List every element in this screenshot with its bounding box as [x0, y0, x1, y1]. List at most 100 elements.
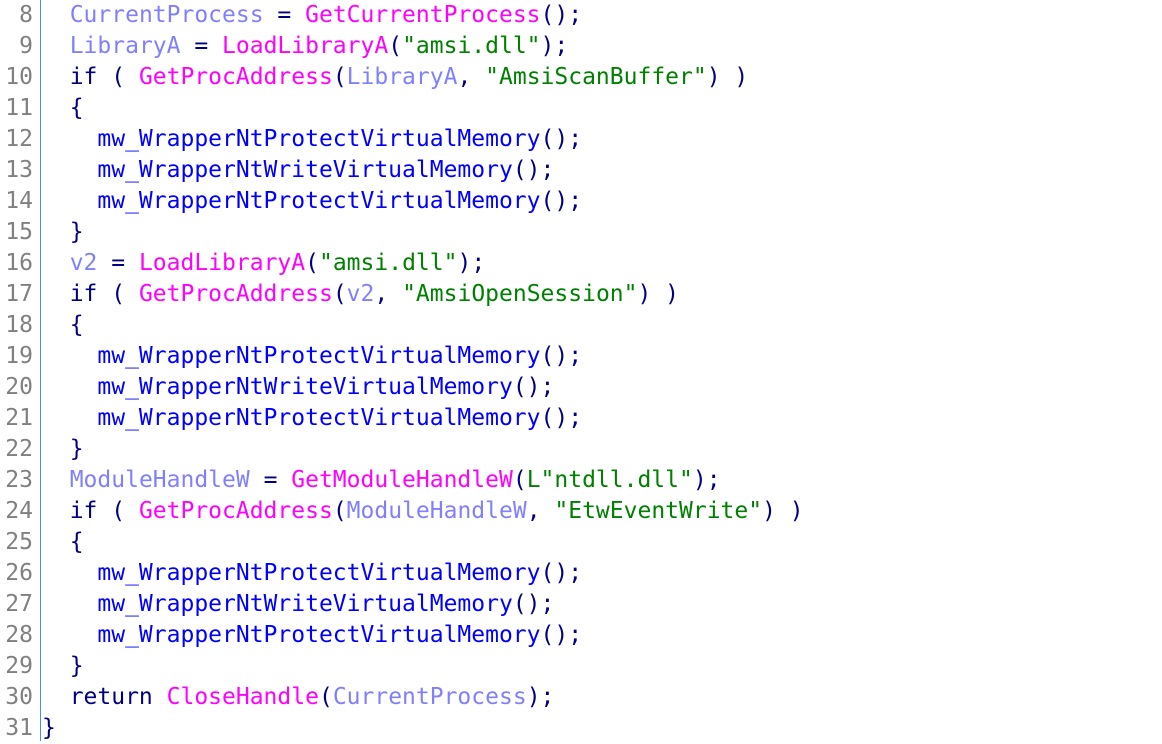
line-number: 8 — [19, 2, 33, 28]
code-line[interactable]: 8 CurrentProcess = GetCurrentProcess(); — [0, 0, 582, 31]
code-line[interactable]: 24 if ( GetProcAddress(ModuleHandleW, "E… — [0, 496, 803, 527]
variable-token[interactable]: LibraryA — [346, 64, 458, 90]
variable-token[interactable]: LibraryA — [69, 33, 181, 59]
punctuation-token: (); — [540, 2, 583, 28]
code-text: v2 = LoadLibraryA("amsi.dll"); — [42, 248, 485, 279]
line-number: 21 — [5, 405, 33, 431]
code-line[interactable]: 9 LibraryA = LoadLibraryA("amsi.dll"); — [0, 31, 568, 62]
line-number: 27 — [5, 591, 33, 617]
line-number: 28 — [5, 622, 33, 648]
punctuation-token — [42, 250, 70, 276]
api-call-token[interactable]: CloseHandle — [166, 684, 319, 710]
punctuation-token: (); — [512, 591, 555, 617]
code-line[interactable]: 15 } — [0, 217, 83, 248]
punctuation-token — [42, 33, 70, 59]
punctuation-token: , — [526, 498, 555, 524]
variable-token[interactable]: v2 — [346, 281, 375, 307]
code-line[interactable]: 22 } — [0, 434, 83, 465]
code-line[interactable]: 28 mw_WrapperNtProtectVirtualMemory(); — [0, 620, 582, 651]
punctuation-token: { — [42, 529, 84, 555]
line-number: 29 — [5, 653, 33, 679]
code-line[interactable]: 12 mw_WrapperNtProtectVirtualMemory(); — [0, 124, 582, 155]
punctuation-token — [42, 157, 97, 183]
code-text: { — [42, 310, 84, 341]
code-text: mw_WrapperNtProtectVirtualMemory(); — [42, 558, 582, 589]
code-line[interactable]: 29 } — [0, 651, 83, 682]
punctuation-token: } — [42, 715, 56, 741]
line-number: 26 — [5, 560, 33, 586]
punctuation-token: { — [42, 95, 84, 121]
line-number: 31 — [5, 715, 33, 741]
code-text: mw_WrapperNtProtectVirtualMemory(); — [42, 186, 582, 217]
punctuation-token: } — [42, 436, 84, 462]
api-call-token[interactable]: GetCurrentProcess — [305, 2, 541, 28]
code-text: mw_WrapperNtWriteVirtualMemory(); — [42, 155, 554, 186]
punctuation-token: (); — [540, 343, 583, 369]
function-call-token[interactable]: mw_WrapperNtProtectVirtualMemory — [97, 188, 541, 214]
function-call-token[interactable]: mw_WrapperNtProtectVirtualMemory — [97, 405, 541, 431]
function-call-token[interactable]: mw_WrapperNtWriteVirtualMemory — [97, 591, 513, 617]
string-token: "AmsiOpenSession" — [402, 281, 638, 307]
line-number: 15 — [5, 219, 33, 245]
code-line[interactable]: 23 ModuleHandleW = GetModuleHandleW(L"nt… — [0, 465, 720, 496]
code-text: mw_WrapperNtProtectVirtualMemory(); — [42, 341, 582, 372]
string-token: "AmsiScanBuffer" — [485, 64, 707, 90]
code-text: } — [42, 217, 84, 248]
code-line[interactable]: 27 mw_WrapperNtWriteVirtualMemory(); — [0, 589, 554, 620]
function-call-token[interactable]: mw_WrapperNtProtectVirtualMemory — [97, 560, 541, 586]
code-line[interactable]: 16 v2 = LoadLibraryA("amsi.dll"); — [0, 248, 485, 279]
code-text: } — [42, 434, 84, 465]
keyword-token: return — [42, 684, 167, 710]
code-line[interactable]: 19 mw_WrapperNtProtectVirtualMemory(); — [0, 341, 582, 372]
code-line[interactable]: 31} — [0, 713, 56, 744]
function-call-token[interactable]: mw_WrapperNtWriteVirtualMemory — [97, 157, 513, 183]
variable-token[interactable]: v2 — [69, 250, 98, 276]
function-call-token[interactable]: mw_WrapperNtProtectVirtualMemory — [97, 622, 541, 648]
code-text: mw_WrapperNtWriteVirtualMemory(); — [42, 589, 554, 620]
punctuation-token — [42, 560, 97, 586]
api-call-token[interactable]: GetProcAddress — [138, 498, 333, 524]
punctuation-token: } — [42, 219, 84, 245]
variable-token[interactable]: ModuleHandleW — [346, 498, 527, 524]
keyword-token: if ( — [42, 64, 139, 90]
code-line[interactable]: 21 mw_WrapperNtProtectVirtualMemory(); — [0, 403, 582, 434]
api-call-token[interactable]: GetModuleHandleW — [291, 467, 513, 493]
punctuation-token: , — [457, 64, 486, 90]
line-number: 11 — [5, 95, 33, 121]
punctuation-token — [42, 591, 97, 617]
code-line[interactable]: 10 if ( GetProcAddress(LibraryA, "AmsiSc… — [0, 62, 748, 93]
line-number: 10 — [5, 64, 33, 90]
code-line[interactable]: 13 mw_WrapperNtWriteVirtualMemory(); — [0, 155, 554, 186]
function-call-token[interactable]: mw_WrapperNtWriteVirtualMemory — [97, 374, 513, 400]
punctuation-token — [42, 126, 97, 152]
code-line[interactable]: 17 if ( GetProcAddress(v2, "AmsiOpenSess… — [0, 279, 679, 310]
code-line[interactable]: 30 return CloseHandle(CurrentProcess); — [0, 682, 554, 713]
variable-token[interactable]: CurrentProcess — [332, 684, 527, 710]
code-line[interactable]: 25 { — [0, 527, 83, 558]
punctuation-token: ); — [692, 467, 721, 493]
api-call-token[interactable]: LoadLibraryA — [138, 250, 306, 276]
code-line[interactable]: 26 mw_WrapperNtProtectVirtualMemory(); — [0, 558, 582, 589]
code-text: mw_WrapperNtProtectVirtualMemory(); — [42, 620, 582, 651]
punctuation-token: ); — [526, 684, 555, 710]
api-call-token[interactable]: GetProcAddress — [138, 64, 333, 90]
api-call-token[interactable]: LoadLibraryA — [222, 33, 389, 59]
code-line[interactable]: 18 { — [0, 310, 83, 341]
code-text: { — [42, 93, 84, 124]
code-text: mw_WrapperNtProtectVirtualMemory(); — [42, 403, 582, 434]
punctuation-token: ( — [332, 498, 347, 524]
function-call-token[interactable]: mw_WrapperNtProtectVirtualMemory — [97, 343, 541, 369]
variable-token[interactable]: CurrentProcess — [69, 2, 264, 28]
api-call-token[interactable]: GetProcAddress — [138, 281, 333, 307]
line-number: 19 — [5, 343, 33, 369]
code-line[interactable]: 14 mw_WrapperNtProtectVirtualMemory(); — [0, 186, 582, 217]
punctuation-token: (); — [540, 405, 583, 431]
function-call-token[interactable]: mw_WrapperNtProtectVirtualMemory — [97, 126, 541, 152]
punctuation-token: , — [374, 281, 403, 307]
gutter-divider — [40, 0, 41, 741]
code-line[interactable]: 11 { — [0, 93, 83, 124]
variable-token[interactable]: ModuleHandleW — [69, 467, 250, 493]
code-text: } — [42, 651, 84, 682]
code-text: } — [42, 713, 56, 744]
code-line[interactable]: 20 mw_WrapperNtWriteVirtualMemory(); — [0, 372, 554, 403]
